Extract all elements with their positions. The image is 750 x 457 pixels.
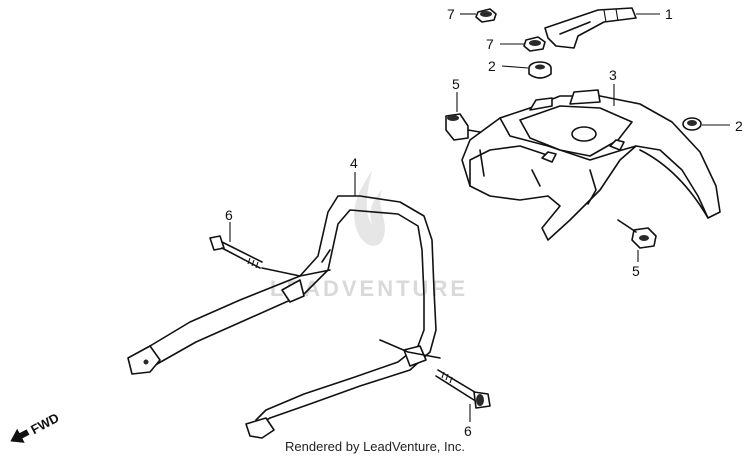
- part-5-spacer-lower[interactable]: [617, 219, 657, 249]
- part-2-grommet-right[interactable]: [682, 117, 702, 131]
- part-2-grommet-top[interactable]: [528, 61, 552, 79]
- callout-5-lower: 5: [632, 263, 640, 279]
- part-1-strap[interactable]: [544, 7, 637, 49]
- part-7-nut-top[interactable]: [475, 8, 497, 23]
- part-4-grab-rail[interactable]: [127, 195, 441, 439]
- part-3-rear-fender[interactable]: [461, 89, 721, 241]
- callout-6-upper: 6: [225, 207, 233, 223]
- part-6-bolt-lower[interactable]: [435, 369, 491, 409]
- leader-2a: [501, 65, 529, 69]
- callout-4: 4: [350, 155, 358, 171]
- fwd-label: FWD: [28, 410, 61, 437]
- callout-6-lower: 6: [464, 423, 472, 439]
- part-7-nut-middle[interactable]: [523, 36, 546, 52]
- callout-5-upper: 5: [452, 76, 460, 92]
- callout-2-top: 2: [488, 58, 496, 74]
- callout-7-middle: 7: [486, 36, 494, 52]
- callout-2-right: 2: [735, 118, 743, 134]
- callout-3: 3: [609, 67, 617, 83]
- callout-1: 1: [665, 6, 673, 22]
- footer-credit: Rendered by LeadVenture, Inc.: [285, 439, 465, 454]
- callout-7-top: 7: [447, 6, 455, 22]
- part-6-bolt-upper[interactable]: [209, 235, 263, 269]
- part-5-spacer-upper[interactable]: [445, 113, 481, 141]
